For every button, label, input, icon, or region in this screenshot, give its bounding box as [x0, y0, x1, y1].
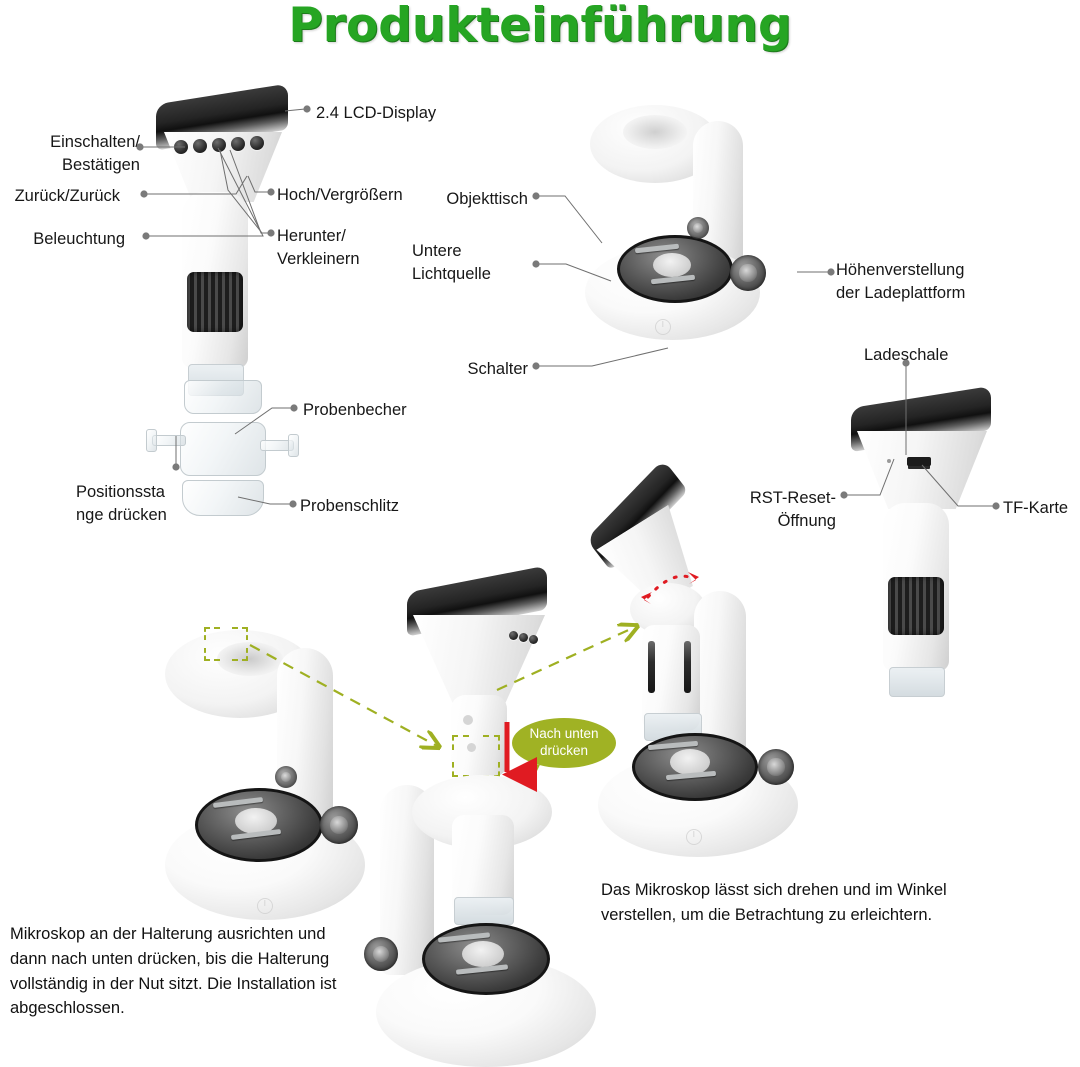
label-down-zoom-out: Herunter/ Verkleinern	[277, 227, 360, 268]
position-rod-left-cap	[146, 429, 157, 452]
device-button	[231, 137, 245, 151]
stand-microscope-illustration	[575, 105, 835, 355]
label-back: Zurück/Zurück	[14, 187, 120, 205]
label-tf-card: TF-Karte	[1003, 499, 1069, 517]
label-press-position-rod: Positionssta nge drücken	[76, 483, 167, 524]
label-switch: Schalter	[467, 360, 528, 378]
label-lower-light-source: Untere Lichtquelle	[412, 242, 491, 283]
label-power-confirm: Einschalten/ Bestätigen	[50, 133, 140, 174]
tilted-microscope-illustration	[586, 459, 830, 857]
page-title: Produkteinführung	[288, 0, 792, 53]
alignment-bracket-source	[204, 627, 248, 661]
press-down-callout: Nach unten drücken	[512, 718, 616, 768]
assembled-microscope-illustration	[364, 775, 650, 1067]
label-up-zoom-in: Hoch/Vergrößern	[277, 186, 403, 204]
sample-slot-base	[182, 480, 264, 516]
mount-groove	[463, 715, 473, 725]
label-charging-tray: Ladeschale	[864, 346, 949, 364]
rotation-instruction-text: Das Mikroskop lässt sich drehen und im W…	[601, 881, 947, 924]
device-button	[212, 138, 226, 152]
label-lcd-display: 2.4 LCD-Display	[316, 104, 437, 122]
height-adjust-knob	[730, 255, 766, 291]
tf-card-slot	[907, 457, 931, 466]
label-sample-cup: Probenbecher	[303, 401, 407, 419]
device-button	[250, 136, 264, 150]
label-illumination: Beleuchtung	[33, 230, 125, 248]
sample-cup-lid	[184, 380, 262, 414]
label-rst-reset-hole: RST-Reset- Öffnung	[749, 489, 836, 530]
focus-wheel	[187, 272, 243, 332]
rst-reset-hole	[887, 459, 891, 463]
label-object-stage: Objekttisch	[446, 190, 528, 208]
label-sample-slot: Probenschlitz	[300, 497, 400, 515]
position-rod-right-cap	[288, 434, 299, 457]
alignment-bracket-target	[452, 735, 500, 777]
sample-cup-body	[180, 422, 266, 476]
charging-tray-illustration	[845, 385, 1025, 697]
mount-groove	[467, 743, 476, 752]
assembly-instruction-text: Mikroskop an der Halterung ausrichten un…	[10, 925, 337, 1018]
device-button	[174, 140, 188, 154]
label-height-adjustment: Höhenverstellung der Ladeplattform	[836, 261, 966, 302]
device-button	[193, 139, 207, 153]
position-rod-left	[152, 435, 186, 446]
